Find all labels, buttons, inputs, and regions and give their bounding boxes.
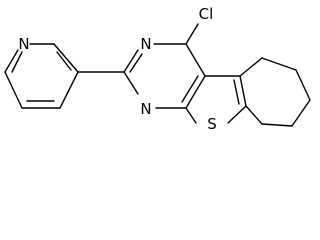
bond [4,49,19,73]
bond [295,69,311,101]
bond [4,71,23,109]
bond [123,49,139,73]
cyclohexane-ring [239,57,311,127]
chemical-structure: N N N Cl S [4,5,311,133]
double-bond [181,75,199,103]
chlorine-label: Cl [199,5,214,23]
double-bond [56,51,72,71]
bond [185,75,206,109]
bond [261,123,293,127]
bond [185,107,197,124]
bond [239,57,263,77]
thiophene-ring [185,75,247,124]
bond [245,105,263,125]
pyrimidine-ring [123,43,206,109]
double-bond [233,79,240,105]
bond [59,71,79,109]
bond [261,57,297,71]
bond [227,105,247,124]
sulfur-label: S [207,115,217,133]
bond [185,43,206,77]
double-bond [11,51,23,73]
pyrimidine-nitrogen-label: N [140,100,151,118]
pyridine-ring [4,43,79,109]
bond [239,75,247,107]
bond [123,71,139,95]
bond [291,99,311,127]
pyridine-nitrogen-label: N [18,35,29,53]
c-cl-bond [185,23,199,45]
pyrimidine-nitrogen-label: N [140,35,151,53]
bond [53,43,79,73]
double-bond [129,53,143,73]
